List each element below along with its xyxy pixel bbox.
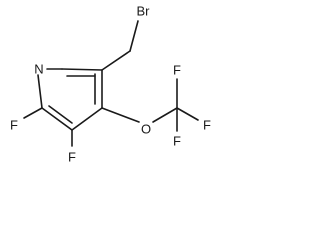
atom-fluorine-cf3-top: F [173,63,181,78]
bond-o-cf3 [152,107,178,123]
bond-n1-c2 [37,74,43,109]
atom-fluorine-3: F [68,150,76,165]
bond-ch2-c5 [101,50,131,71]
bond-c5-c6 [61,68,103,71]
atom-nitrogen: N [34,62,43,77]
bond-c2-f [23,107,43,119]
bond-c4-o [101,107,140,123]
atom-fluorine-cf3-bottom: F [173,134,181,149]
atom-oxygen: O [141,122,151,137]
bond-br-ch2 [129,20,139,52]
atom-fluorine-2: F [10,118,18,133]
bond-c2-c3 [41,107,73,131]
bond-cf3-f-right [176,107,199,121]
atom-fluorine-cf3-right: F [203,118,211,133]
double-bond-c2-c3 [48,105,73,124]
chemical-structure: Br N F F O F F F [10,4,211,165]
bond-c3-c4 [71,107,103,131]
atom-bromine: Br [137,4,151,19]
